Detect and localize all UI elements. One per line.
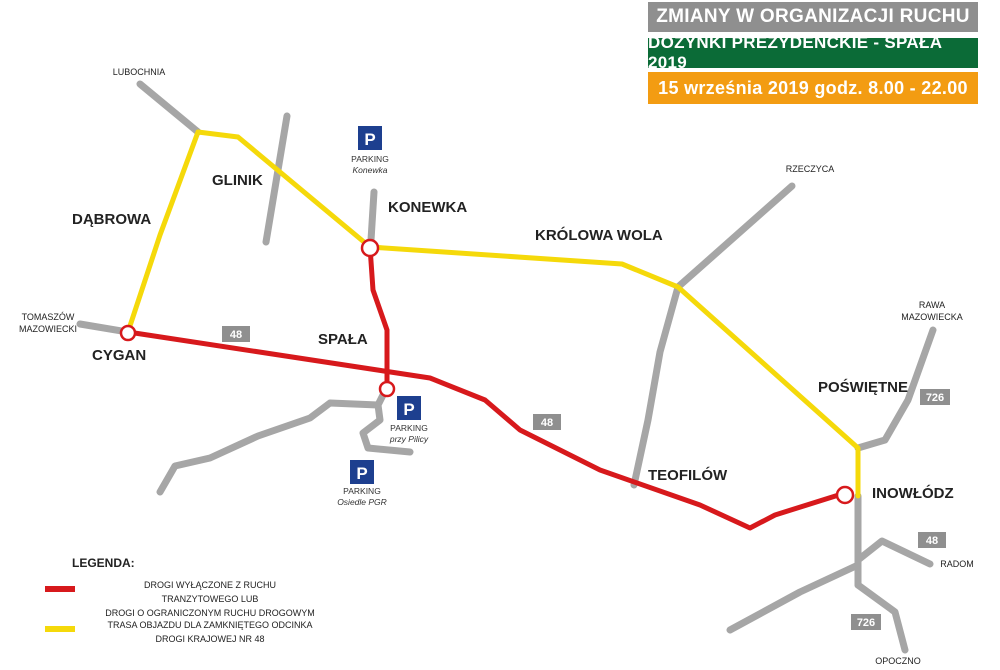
legend-text-line: DROGI O OGRANICZONYM RUCHU DROGOWYM <box>105 608 315 618</box>
badge-48-west: 48 <box>222 326 250 342</box>
place-lubochnia: LUBOCHNIA <box>113 67 166 77</box>
closure-markers <box>119 238 855 505</box>
parking-label: PARKING <box>351 154 389 164</box>
road-southwest <box>726 561 862 634</box>
place-spala: SPAŁA <box>318 331 368 348</box>
place-inowlodz: INOWŁÓDZ <box>872 484 954 502</box>
parking-name: Osiedle PGR <box>337 497 387 507</box>
closed-roads <box>125 244 848 531</box>
road-radom <box>854 537 934 568</box>
place-teofilow: TEOFILÓW <box>648 466 728 484</box>
title-banner: ZMIANY W ORGANIZACJI RUCHU <box>648 2 978 32</box>
event-banner: DOŻYNKI PREZYDENCKIE - SPAŁA 2019 <box>648 33 978 72</box>
closed-konewka-spala <box>367 244 390 390</box>
road-spala-west <box>156 399 382 496</box>
badge-726-south: 726 <box>851 614 881 630</box>
marker-inowlodz <box>835 485 855 505</box>
place-krolowa-wola: KRÓLOWA WOLA <box>535 226 663 244</box>
parking-label: PARKING <box>343 486 381 496</box>
badge-48-west-label: 48 <box>230 329 242 341</box>
detour-west <box>125 129 373 335</box>
parking-przy-pilicy: P PARKING przy Pilicy <box>389 396 429 444</box>
road-teofilow <box>630 283 682 489</box>
detour-route <box>125 129 861 499</box>
parking-icon <box>358 126 382 150</box>
parking-symbol: P <box>356 464 367 483</box>
parking-symbol: P <box>364 130 375 149</box>
place-tomaszow-line2: MAZOWIECKI <box>19 324 77 334</box>
badge-48-center-label: 48 <box>541 417 553 429</box>
badge-726-south-label: 726 <box>857 617 875 629</box>
marker-konewka <box>360 238 380 258</box>
place-radom: RADOM <box>940 559 974 569</box>
parking-name: Konewka <box>353 165 388 175</box>
closed-dk48 <box>125 329 848 531</box>
legend-item-closed: DROGI WYŁĄCZONE Z RUCHU TRANZYTOWEGO LUB… <box>45 578 315 620</box>
road-glinik <box>262 112 291 246</box>
place-poswietne: POŚWIĘTNE <box>818 378 908 396</box>
place-konewka: KONEWKA <box>388 199 467 216</box>
road-tomaszow <box>76 320 132 336</box>
legend-text-line: DROGI KRAJOWEJ NR 48 <box>155 634 265 644</box>
badge-726-north-label: 726 <box>926 392 944 404</box>
legend-text-closed: DROGI WYŁĄCZONE Z RUCHU TRANZYTOWEGO LUB… <box>105 578 315 620</box>
parking-konewka: P PARKING Konewka <box>351 126 389 175</box>
place-cygan: CYGAN <box>92 347 146 364</box>
place-rawa-line2: MAZOWIECKA <box>901 312 963 322</box>
road-lubochnia <box>136 80 202 136</box>
parking-osiedle-pgr: P PARKING Osiedle PGR <box>337 460 387 507</box>
badge-48-east: 48 <box>918 532 946 548</box>
legend-swatch-yellow <box>45 626 75 632</box>
place-rzeczyca: RZECZYCA <box>786 164 835 174</box>
legend-text-line: DROGI WYŁĄCZONE Z RUCHU TRANZYTOWEGO LUB <box>143 580 276 604</box>
parking-name: przy Pilicy <box>389 434 429 444</box>
parking-icon <box>350 460 374 484</box>
marker-spala <box>378 380 396 398</box>
road-rzeczyca <box>674 182 796 291</box>
parking-icon <box>397 396 421 420</box>
legend-title: LEGENDA: <box>72 556 135 570</box>
road-konewka-north <box>367 188 378 244</box>
place-dabrowa: DĄBROWA <box>72 211 151 228</box>
place-glinik: GLINIK <box>212 172 263 189</box>
marker-cygan <box>119 324 137 342</box>
badge-726-north: 726 <box>920 389 950 405</box>
detour-east <box>367 244 861 499</box>
place-tomaszow-line1: TOMASZÓW <box>22 312 75 322</box>
road-opoczno <box>854 581 909 654</box>
legend-text-detour: TRASA OBJAZDU DLA ZAMKNIĘTEGO ODCINKA DR… <box>105 618 315 646</box>
road-rawa <box>854 326 937 452</box>
legend-swatch-red <box>45 586 75 592</box>
legend-item-detour: TRASA OBJAZDU DLA ZAMKNIĘTEGO ODCINKA DR… <box>45 618 315 646</box>
place-opoczno: OPOCZNO <box>875 656 921 666</box>
parking-label: PARKING <box>390 423 428 433</box>
date-banner: 15 września 2019 godz. 8.00 - 22.00 <box>648 72 978 104</box>
badge-48-east-label: 48 <box>926 535 938 547</box>
badge-48-center: 48 <box>533 414 561 430</box>
legend-text-line: TRASA OBJAZDU DLA ZAMKNIĘTEGO ODCINKA <box>107 620 313 630</box>
place-rawa-line1: RAWA <box>919 300 945 310</box>
parking-symbol: P <box>403 400 414 419</box>
roads-grey <box>76 80 937 654</box>
